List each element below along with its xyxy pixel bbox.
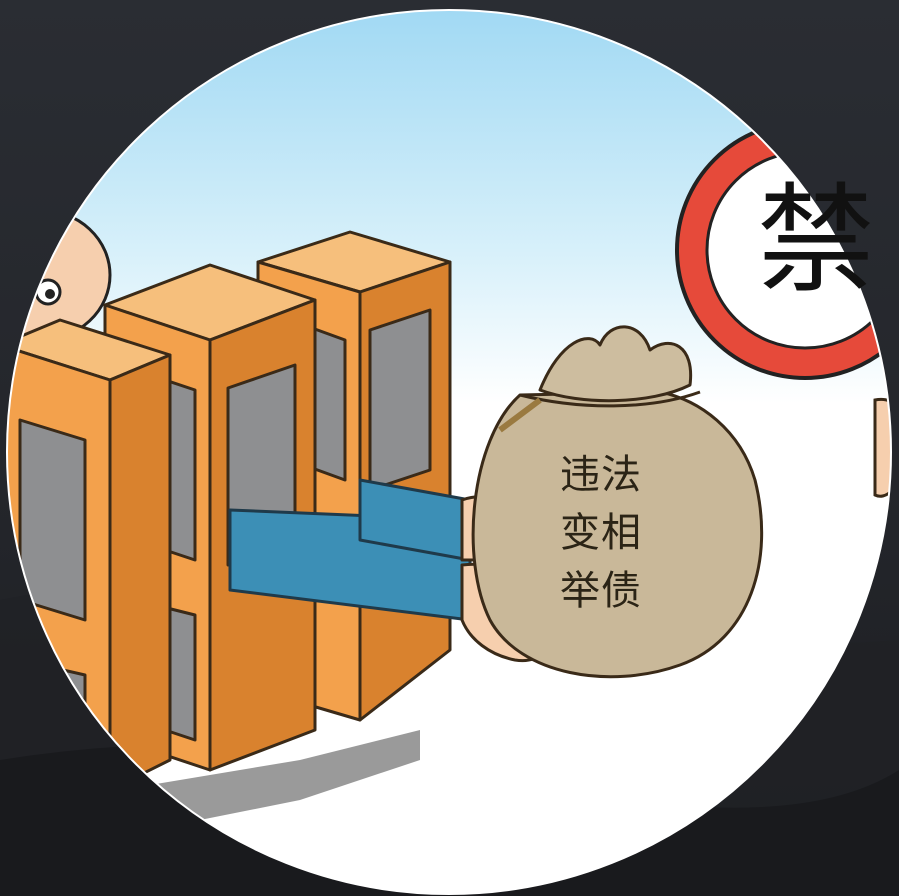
sign-hand (873, 397, 891, 498)
sign-character: 禁 (757, 171, 876, 309)
bag-label-line-1: 违法 (560, 452, 642, 498)
bag-label: 违法 变相 举债 (560, 446, 670, 620)
building-front (7, 318, 172, 792)
bag-label-line-2: 变相 (560, 510, 642, 556)
money-bag (471, 325, 764, 679)
arms (228, 478, 472, 622)
bag-label-line-3: 举债 (560, 568, 642, 614)
